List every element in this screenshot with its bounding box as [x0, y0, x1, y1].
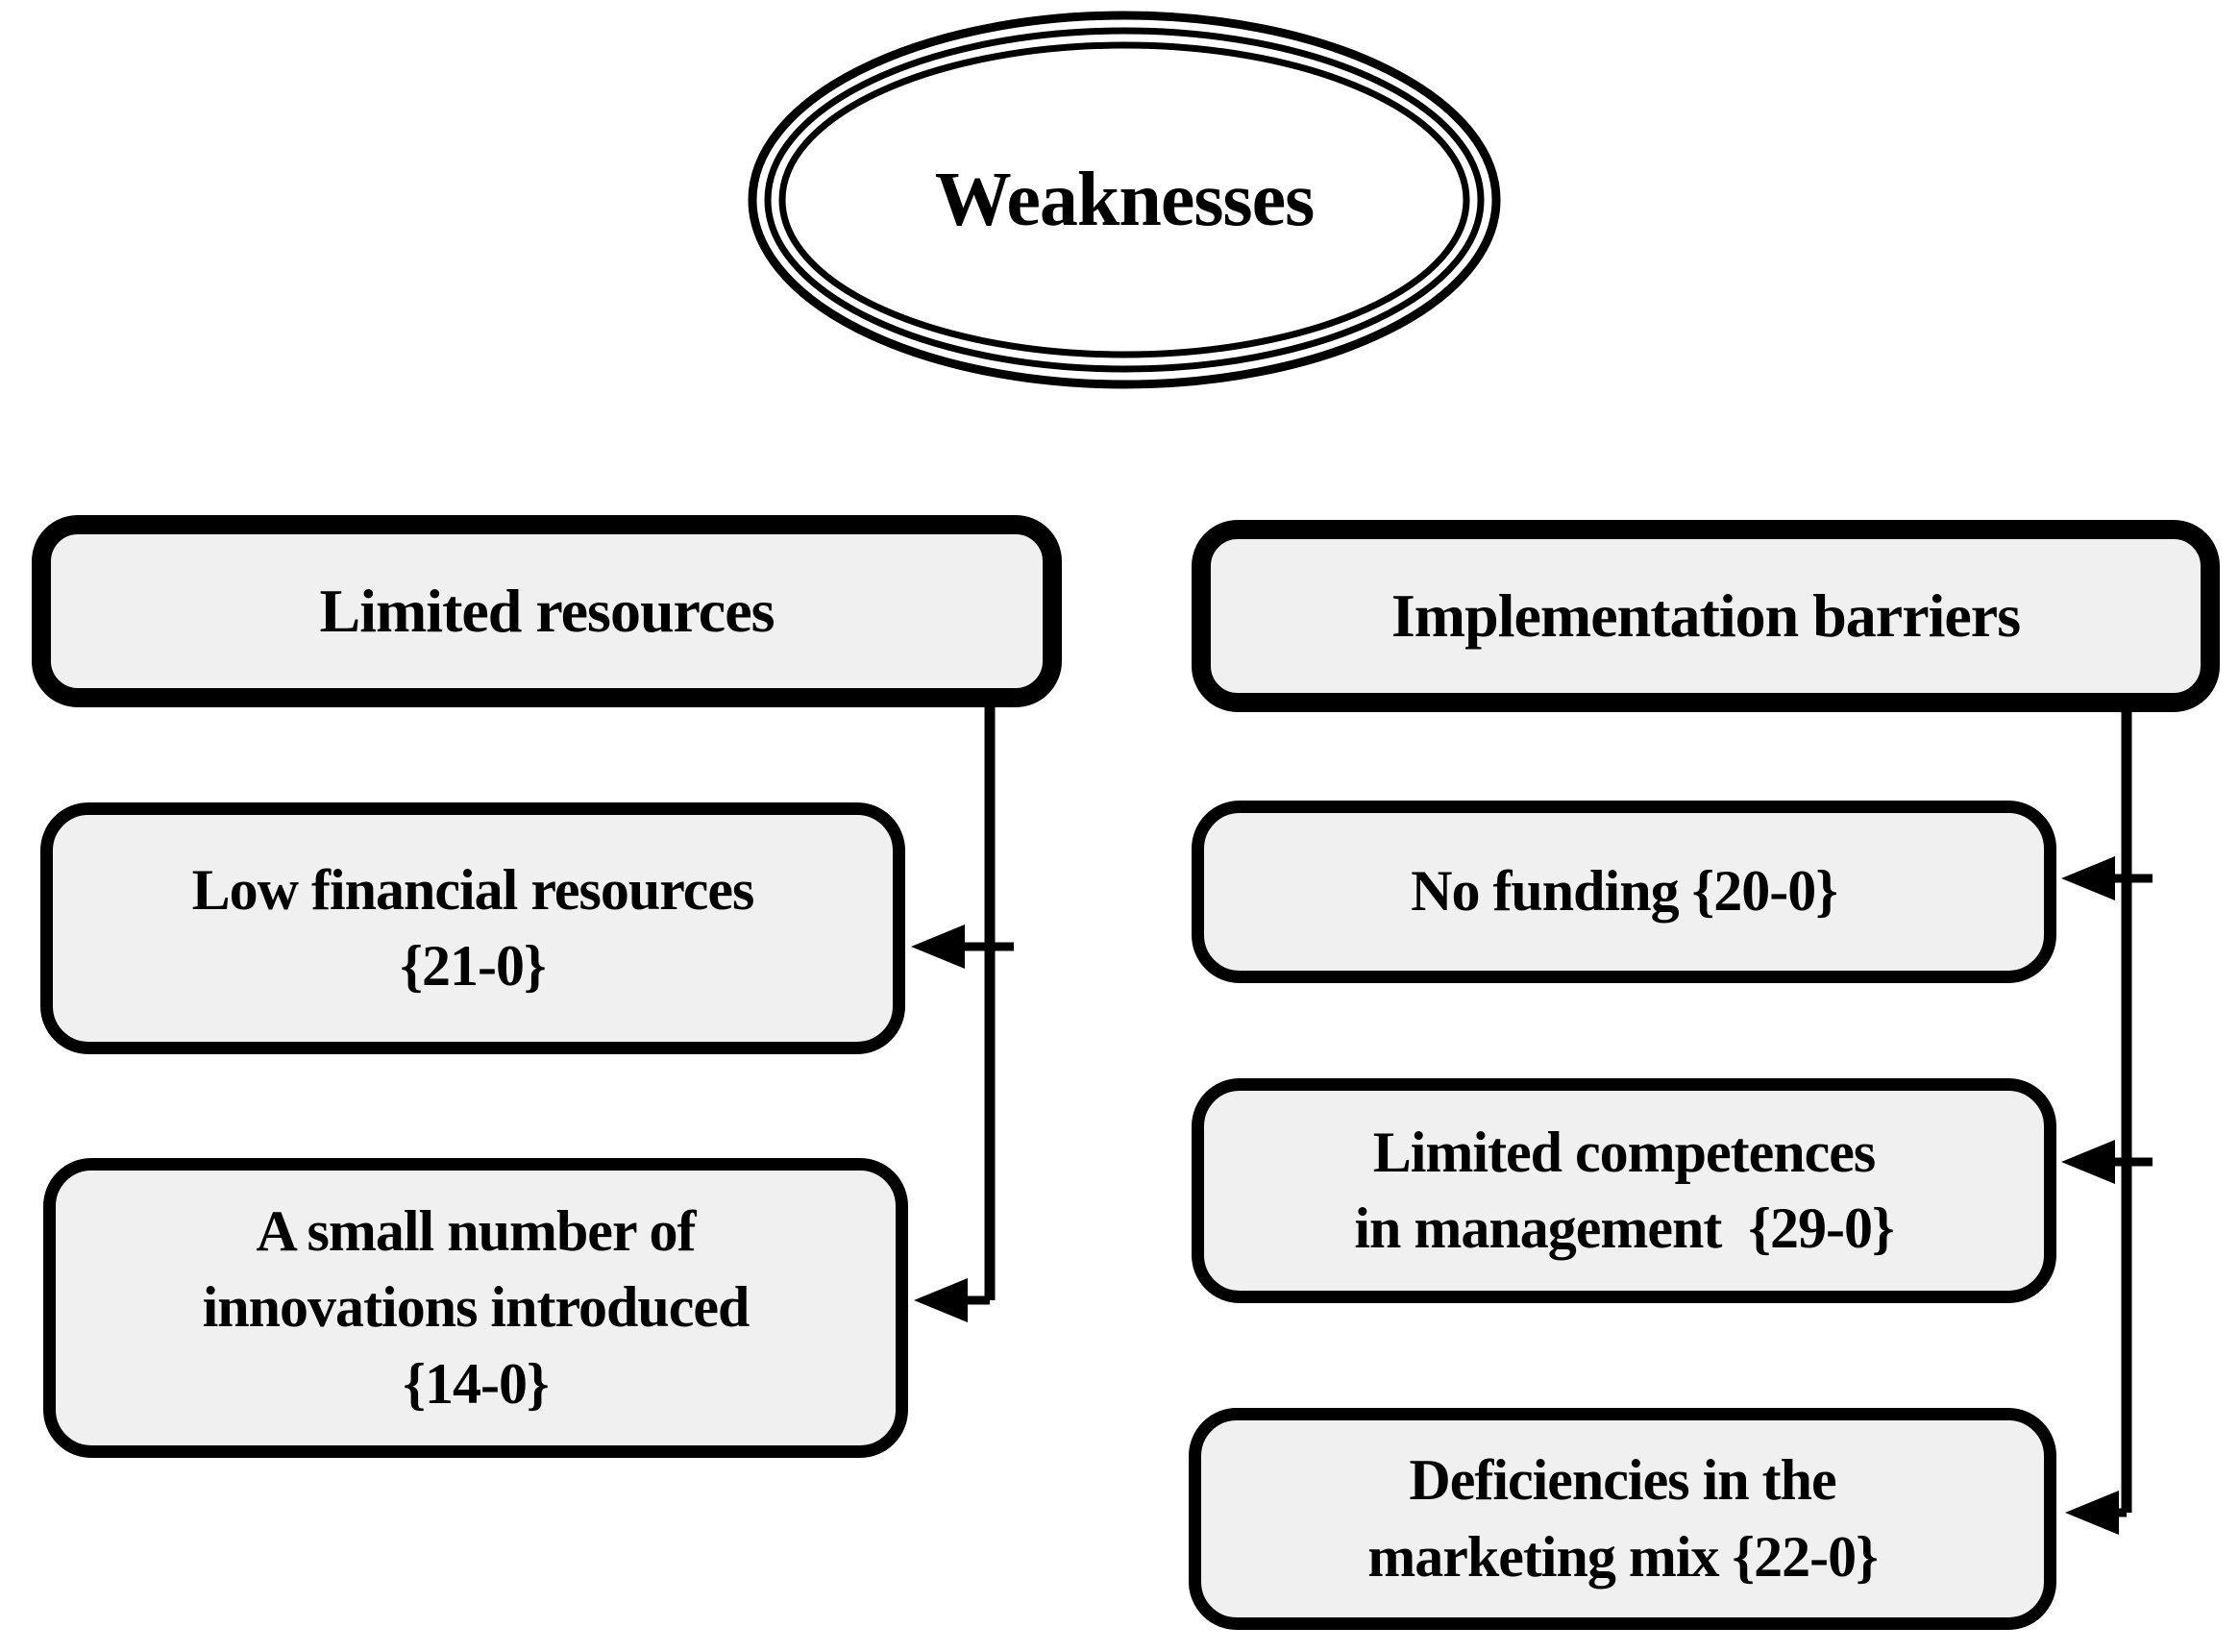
root-ellipse	[748, 11, 1501, 389]
item-count-badge: {14-0}	[403, 1351, 549, 1416]
item-label-line: innovations introduced	[202, 1275, 750, 1340]
category-box-limited-resources: Limited resources	[32, 515, 1062, 707]
item-label-line: Low financial resources	[191, 857, 755, 922]
item-box-low-financial-resources: Low financial resources {21-0}	[40, 802, 905, 1054]
item-box-no-funding: No funding {20-0}	[1192, 801, 2056, 983]
item-box-deficiencies-marketing-mix: Deficiencies in the marketing mix {22-0}	[1189, 1408, 2056, 1630]
connector-implementation-barriers	[2061, 712, 2153, 1535]
arrow-left-icon	[911, 925, 965, 969]
item-count-badge: {21-0}	[400, 934, 546, 998]
root-ellipse-outer-ring	[748, 11, 1501, 389]
category-box-implementation-barriers: Implementation barriers	[1192, 520, 2220, 712]
item-label-line: Deficiencies in the	[1409, 1448, 1836, 1513]
category-title: Limited resources	[319, 577, 775, 645]
item-label-line: in management {29-0}	[1354, 1196, 1894, 1260]
root-ellipse-inner-ring	[778, 41, 1470, 358]
item-label-line: marketing mix {22-0}	[1367, 1524, 1879, 1589]
arrow-left-icon	[2061, 856, 2115, 900]
item-label-line: Limited competences	[1372, 1120, 1877, 1184]
item-label-line: A small number of	[256, 1199, 697, 1264]
arrow-left-icon	[914, 1278, 968, 1322]
item-box-limited-competences: Limited competences in management {29-0}	[1192, 1078, 2056, 1303]
item-box-small-number-innovations: A small number of innovations introduced…	[43, 1158, 908, 1458]
item-label-line: No funding {20-0}	[1411, 859, 1838, 924]
root-ellipse-middle-ring	[764, 27, 1485, 373]
arrow-left-icon	[2065, 1491, 2119, 1535]
root-node-label: Weaknesses	[934, 157, 1316, 242]
connector-limited-resources	[911, 707, 1014, 1322]
arrow-left-icon	[2061, 1140, 2115, 1184]
category-title: Implementation barriers	[1390, 581, 2021, 650]
